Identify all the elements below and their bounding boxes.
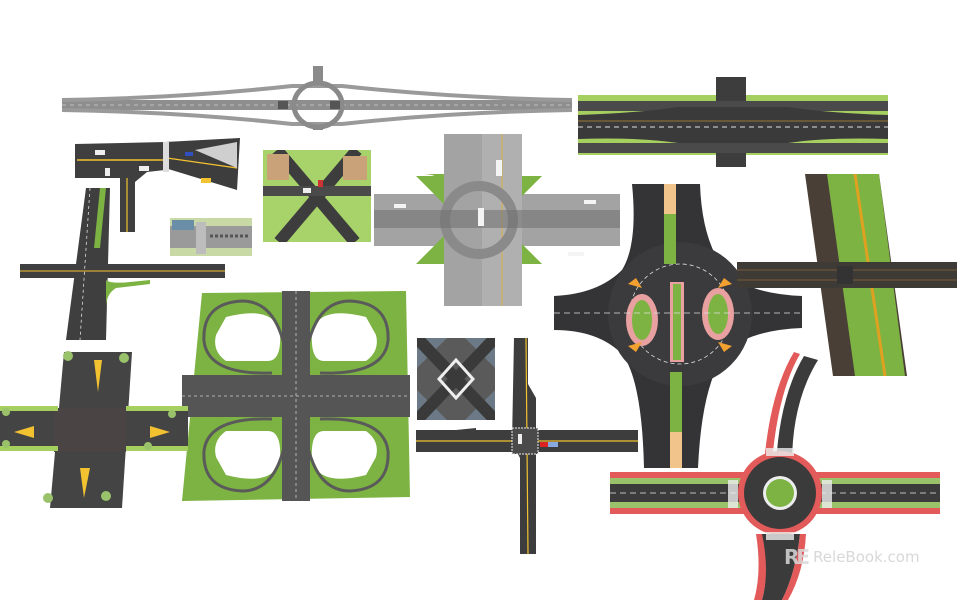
large-dark-roundabout	[552, 184, 808, 468]
t-junction-median	[20, 188, 225, 340]
cloverleaf-interchange	[182, 291, 410, 501]
urban-y-intersection	[75, 138, 240, 233]
watermark-text: ReleBook.com	[813, 548, 920, 566]
red-bike-lane-roundabout	[610, 352, 940, 600]
signalized-cross-intersection	[416, 338, 638, 554]
tree-lined-crossroad	[0, 348, 188, 508]
green-edge-split-highway	[578, 77, 888, 167]
watermark: RE ReleBook.com	[784, 547, 920, 567]
x-crossing-square	[263, 150, 371, 242]
watermark-logo-icon: RE	[784, 545, 810, 569]
pedestrian-bridge	[170, 218, 252, 256]
city-block-crossing	[417, 338, 495, 420]
rail-style-crossing	[737, 174, 957, 376]
grey-cloverleaf-roundabout	[374, 134, 620, 306]
elongated-diamond-overpass	[62, 66, 572, 130]
